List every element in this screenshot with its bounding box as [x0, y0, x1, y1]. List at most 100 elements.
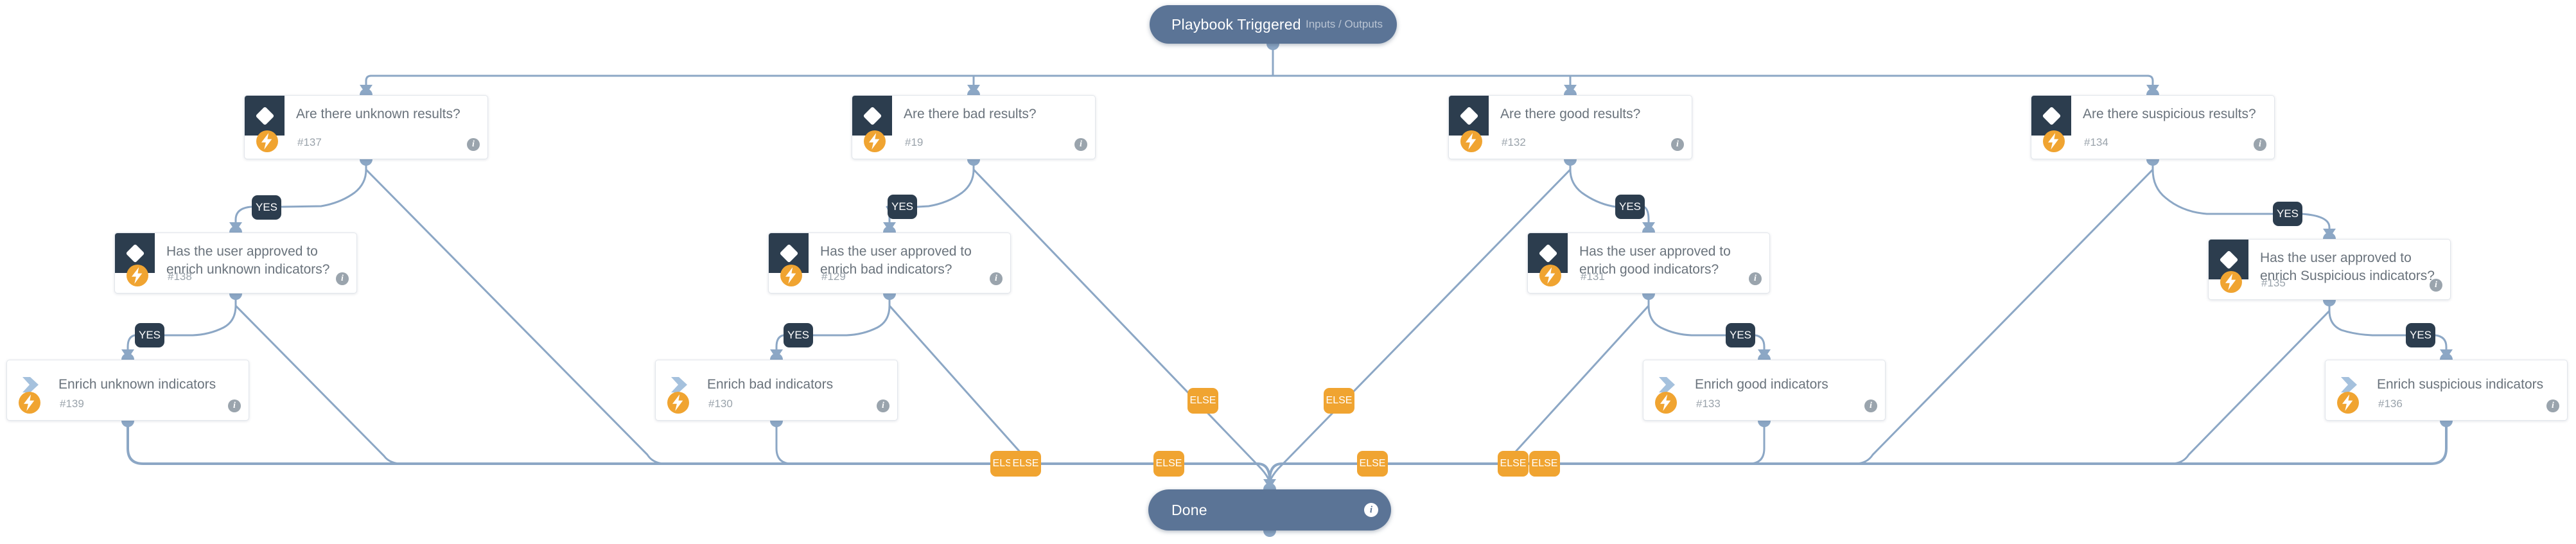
lightning-icon — [2048, 133, 2059, 150]
inputs-outputs-link[interactable]: Inputs / Outputs — [1305, 18, 1383, 30]
automation-icon — [1539, 265, 1561, 286]
edge — [972, 158, 1271, 483]
lightning-icon — [2225, 274, 2236, 290]
task-title: Are there bad results? — [904, 107, 1037, 121]
edge — [888, 292, 1030, 462]
condition-node-135[interactable]: Has the user approved to enrich Suspicio… — [2208, 239, 2451, 300]
yes-badge: YES — [784, 323, 813, 347]
subplaybook-chevron-icon — [22, 377, 39, 392]
subplaybook-chevron-icon — [2341, 377, 2357, 392]
yes-badge: YES — [888, 195, 917, 219]
yes-badge: YES — [135, 323, 164, 347]
info-icon[interactable]: i — [1364, 503, 1378, 517]
task-number: #138 — [168, 270, 192, 283]
info-icon[interactable]: i — [2546, 399, 2559, 412]
info-icon[interactable]: i — [336, 272, 349, 285]
edge — [1268, 158, 1572, 483]
yes-badge: YES — [2273, 202, 2302, 226]
playbook-triggered-node[interactable]: Playbook Triggered Inputs / Outputs — [1150, 5, 1397, 44]
lightning-icon — [869, 133, 880, 150]
automation-icon — [2337, 392, 2359, 414]
arrowhead-icon — [883, 222, 896, 232]
edge — [1268, 419, 2448, 482]
arrowhead-icon — [1758, 349, 1771, 359]
lightning-icon — [672, 394, 683, 411]
task-number: #135 — [2261, 277, 2286, 289]
info-icon[interactable]: i — [1671, 138, 1684, 151]
info-icon[interactable]: i — [2430, 279, 2442, 292]
lightning-icon — [24, 394, 35, 411]
info-icon[interactable]: i — [1864, 399, 1877, 412]
lightning-icon — [2342, 394, 2353, 411]
task-number: #136 — [2378, 398, 2403, 410]
condition-diamond-icon — [245, 96, 285, 136]
automation-icon — [2220, 271, 2242, 293]
condition-node-138[interactable]: Has the user approved to enrich unknown … — [114, 233, 357, 294]
edge — [234, 292, 403, 465]
edge — [365, 158, 667, 465]
condition-diamond-icon — [852, 96, 892, 136]
else-badge: ELSE — [1153, 451, 1184, 477]
lightning-icon — [132, 267, 143, 284]
task-number: #130 — [708, 398, 733, 410]
edge — [1853, 158, 2154, 465]
task-number: #137 — [297, 136, 322, 148]
lightning-icon — [785, 267, 796, 284]
yes-badge: YES — [1615, 195, 1645, 219]
else-badge: ELSE — [1324, 388, 1354, 414]
lightning-icon — [1466, 133, 1476, 150]
condition-node-131[interactable]: Has the user approved to enrich good ind… — [1527, 233, 1770, 294]
task-number: #19 — [905, 136, 924, 148]
else-badge: ELSE — [1498, 451, 1529, 477]
edge — [916, 158, 975, 208]
condition-node-19[interactable]: Are there bad results? #19 i — [852, 95, 1096, 159]
edge — [1647, 292, 1727, 337]
info-icon[interactable]: i — [990, 272, 1003, 285]
else-badge: ELSE — [1187, 388, 1218, 414]
edge — [1643, 206, 1650, 229]
arrowhead-icon — [360, 85, 372, 94]
automation-icon — [256, 130, 278, 152]
automation-icon — [1460, 130, 1482, 152]
else-badge: ELSE — [1529, 451, 1560, 477]
task-title: Are there good results? — [1500, 107, 1641, 121]
task-title: Enrich unknown indicators — [58, 377, 216, 392]
start-node-label: Playbook Triggered — [1171, 15, 1301, 33]
edge — [127, 419, 1271, 482]
arrowhead-icon — [1564, 85, 1577, 94]
condition-node-132[interactable]: Are there good results? #132 i — [1448, 95, 1692, 159]
task-number: #132 — [1502, 136, 1526, 148]
arrowhead-icon — [229, 222, 242, 232]
automation-icon — [667, 392, 689, 414]
condition-node-129[interactable]: Has the user approved to enrich bad indi… — [768, 233, 1011, 294]
edge — [365, 75, 2154, 96]
playbook-task-node-136[interactable]: Enrich suspicious indicators #136 i — [2325, 360, 2568, 421]
playbook-task-node-139[interactable]: Enrich unknown indicators #139 i — [6, 360, 249, 421]
info-icon[interactable]: i — [228, 399, 241, 412]
edge — [2434, 334, 2448, 356]
arrowhead-icon — [770, 349, 783, 359]
done-node[interactable]: Done i — [1148, 489, 1391, 531]
task-number: #133 — [1696, 398, 1721, 410]
task-title: Has the user approved to enrich unknown … — [166, 244, 330, 277]
task-number: #139 — [60, 398, 84, 410]
task-title: Enrich suspicious indicators — [2377, 377, 2544, 392]
info-icon[interactable]: i — [2254, 138, 2266, 151]
info-icon[interactable]: i — [877, 399, 889, 412]
edge — [163, 292, 237, 337]
yes-badge: YES — [2406, 323, 2435, 347]
info-icon[interactable]: i — [1749, 272, 1762, 285]
edge — [127, 334, 136, 356]
info-icon[interactable]: i — [1074, 138, 1087, 151]
info-icon[interactable]: i — [467, 138, 480, 151]
lightning-icon — [1660, 394, 1671, 411]
yes-badge: YES — [252, 195, 281, 220]
automation-icon — [127, 265, 148, 286]
task-number: #134 — [2084, 136, 2108, 148]
